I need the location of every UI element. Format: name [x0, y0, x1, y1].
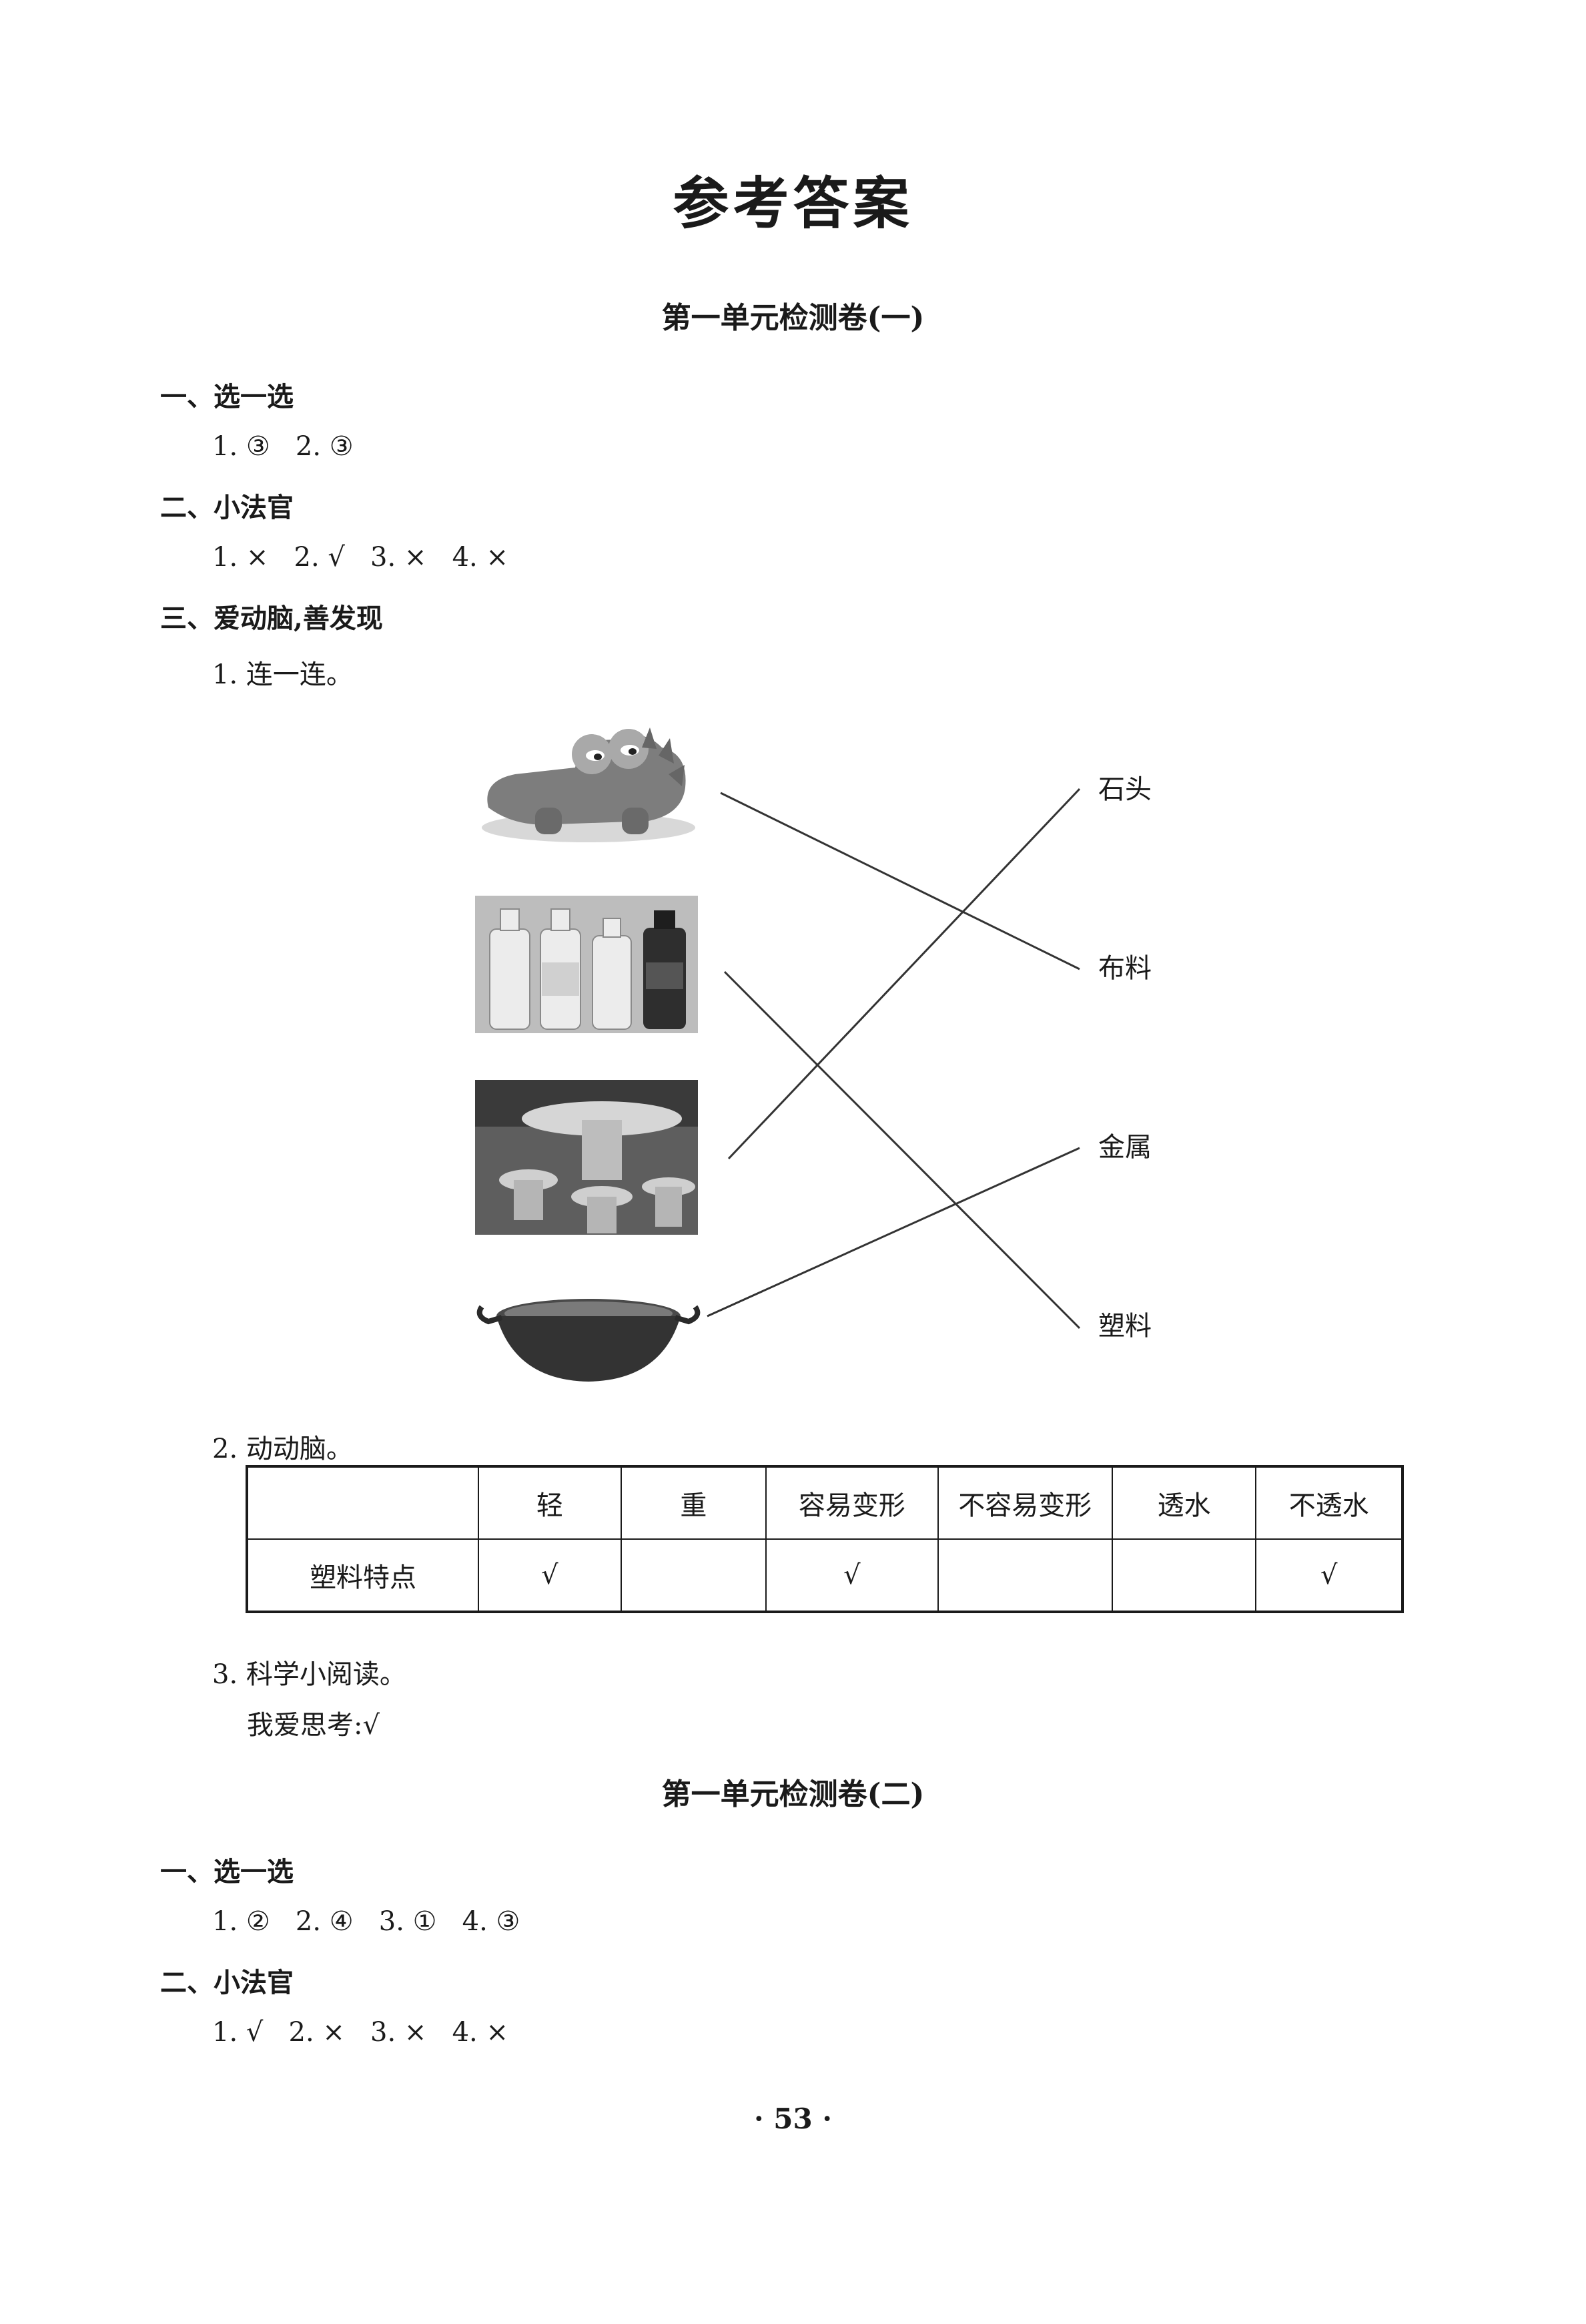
test2-section1-answers: 1. ② 2. ④ 3. ① 4. ③	[212, 1906, 520, 1937]
test1-q2-prompt: 2. 动动脑。	[212, 1434, 353, 1464]
match-line-stone-stone	[727, 788, 1081, 1160]
test2-section2-answers: 1. √ 2. × 3. × 4. ×	[212, 2017, 508, 2048]
table-cell: √	[1255, 1538, 1403, 1613]
table-cell	[620, 1538, 767, 1613]
crocodile-toy-image	[475, 707, 702, 848]
match-line-wok-metal	[707, 1147, 1080, 1318]
table-header-row: 轻 重 容易变形 不容易变形 透水 不透水	[246, 1466, 1403, 1540]
plastic-properties-table: 轻 重 容易变形 不容易变形 透水 不透水 塑料特点 √ √ √	[246, 1465, 1404, 1613]
test2-heading: 第一单元检测卷(二)	[661, 1777, 925, 1811]
test1-section3-heading: 三、爱动脑,善发现	[160, 603, 383, 634]
test1-section2-answers: 1. × 2. √ 3. × 4. ×	[212, 542, 508, 573]
test1-q3-answer: 我爱思考:√	[247, 1710, 380, 1741]
match-line-bottles-plastic	[723, 970, 1081, 1330]
match-label-plastic: 塑料	[1098, 1311, 1152, 1342]
test1-section1-heading: 一、选一选	[160, 381, 294, 412]
match-label-cloth: 布料	[1098, 953, 1152, 984]
match-line-crocodile-cloth	[720, 792, 1080, 970]
table-cell: √	[765, 1538, 939, 1613]
test1-section2-heading: 二、小法官	[160, 492, 294, 523]
table-cell	[937, 1538, 1113, 1613]
page-title: 参考答案	[673, 170, 913, 236]
test2-section1-heading: 一、选一选	[160, 1856, 294, 1887]
test1-section1-answers: 1. ③ 2. ③	[212, 431, 354, 462]
table-header-cell: 重	[620, 1466, 767, 1540]
table-cell: √	[478, 1538, 622, 1613]
table-cell	[1111, 1538, 1257, 1613]
plastic-bottles-image	[475, 896, 698, 1033]
table-header-cell: 不容易变形	[937, 1466, 1113, 1540]
metal-wok-image	[475, 1287, 702, 1387]
page-number: · 53 ·	[754, 2102, 832, 2135]
table-header-cell: 轻	[478, 1466, 622, 1540]
match-label-stone: 石头	[1098, 774, 1152, 805]
test1-heading: 第一单元检测卷(一)	[661, 301, 925, 335]
table-row: 塑料特点 √ √ √	[246, 1538, 1403, 1613]
table-header-cell: 不透水	[1255, 1466, 1403, 1540]
test2-section2-heading: 二、小法官	[160, 1967, 294, 1998]
table-header-cell: 透水	[1111, 1466, 1257, 1540]
table-header-cell	[246, 1466, 480, 1540]
table-header-cell: 容易变形	[765, 1466, 939, 1540]
table-row-label: 塑料特点	[246, 1538, 480, 1613]
stone-table-image	[475, 1080, 698, 1235]
test1-q3-prompt: 3. 科学小阅读。	[212, 1659, 406, 1690]
test1-q1-prompt: 1. 连一连。	[212, 659, 353, 690]
match-label-metal: 金属	[1098, 1132, 1152, 1163]
